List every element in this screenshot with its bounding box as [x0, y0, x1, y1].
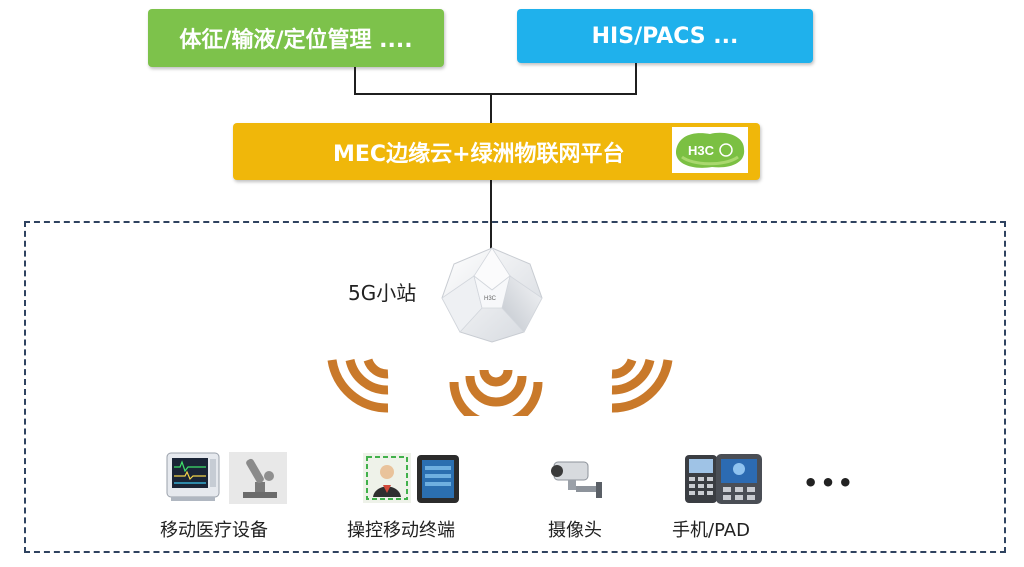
his-box-label: HIS/PACS ... [591, 23, 739, 49]
connector-right-vertical [635, 63, 637, 95]
device-label-phone-pad: 手机/PAD [672, 520, 750, 541]
connector-to-station [490, 180, 492, 250]
more-ellipsis: ••• [803, 469, 856, 497]
logo-text: H3C [688, 143, 715, 158]
h3c-logo-icon: H3C [672, 127, 748, 173]
wireless-wave-icon [611, 358, 673, 413]
phone-icon [685, 455, 717, 503]
device-label-medical: 移动医疗设备 [160, 520, 268, 541]
5g-station-icon: H3C [440, 246, 544, 344]
camera-icon [551, 461, 602, 498]
connector-horizontal [354, 93, 637, 95]
access-area [24, 221, 1006, 553]
vitals-box-label: 体征/输液/定位管理 .... [179, 28, 413, 53]
vitals-infusion-location-box: 体征/输液/定位管理 .... [148, 9, 444, 67]
device-label-terminal: 操控移动终端 [347, 520, 455, 541]
wireless-wave-icon [327, 358, 389, 413]
connector-to-platform [490, 93, 492, 123]
platform-label: MEC边缘云+绿洲物联网平台 [333, 141, 625, 167]
pad-icon [716, 454, 762, 504]
his-pacs-box: HIS/PACS ... [517, 9, 813, 63]
connector-left-vertical [354, 67, 356, 95]
medical-monitor-icon [166, 452, 220, 501]
microscope-icon [229, 452, 287, 504]
station-label: 5G小站 [348, 281, 417, 305]
device-label-camera: 摄像头 [548, 520, 602, 541]
station-device-text: H3C [484, 296, 497, 302]
tablet-terminal-icon [417, 455, 459, 503]
face-id-terminal-icon [363, 453, 411, 503]
wireless-wave-icon [449, 369, 543, 416]
